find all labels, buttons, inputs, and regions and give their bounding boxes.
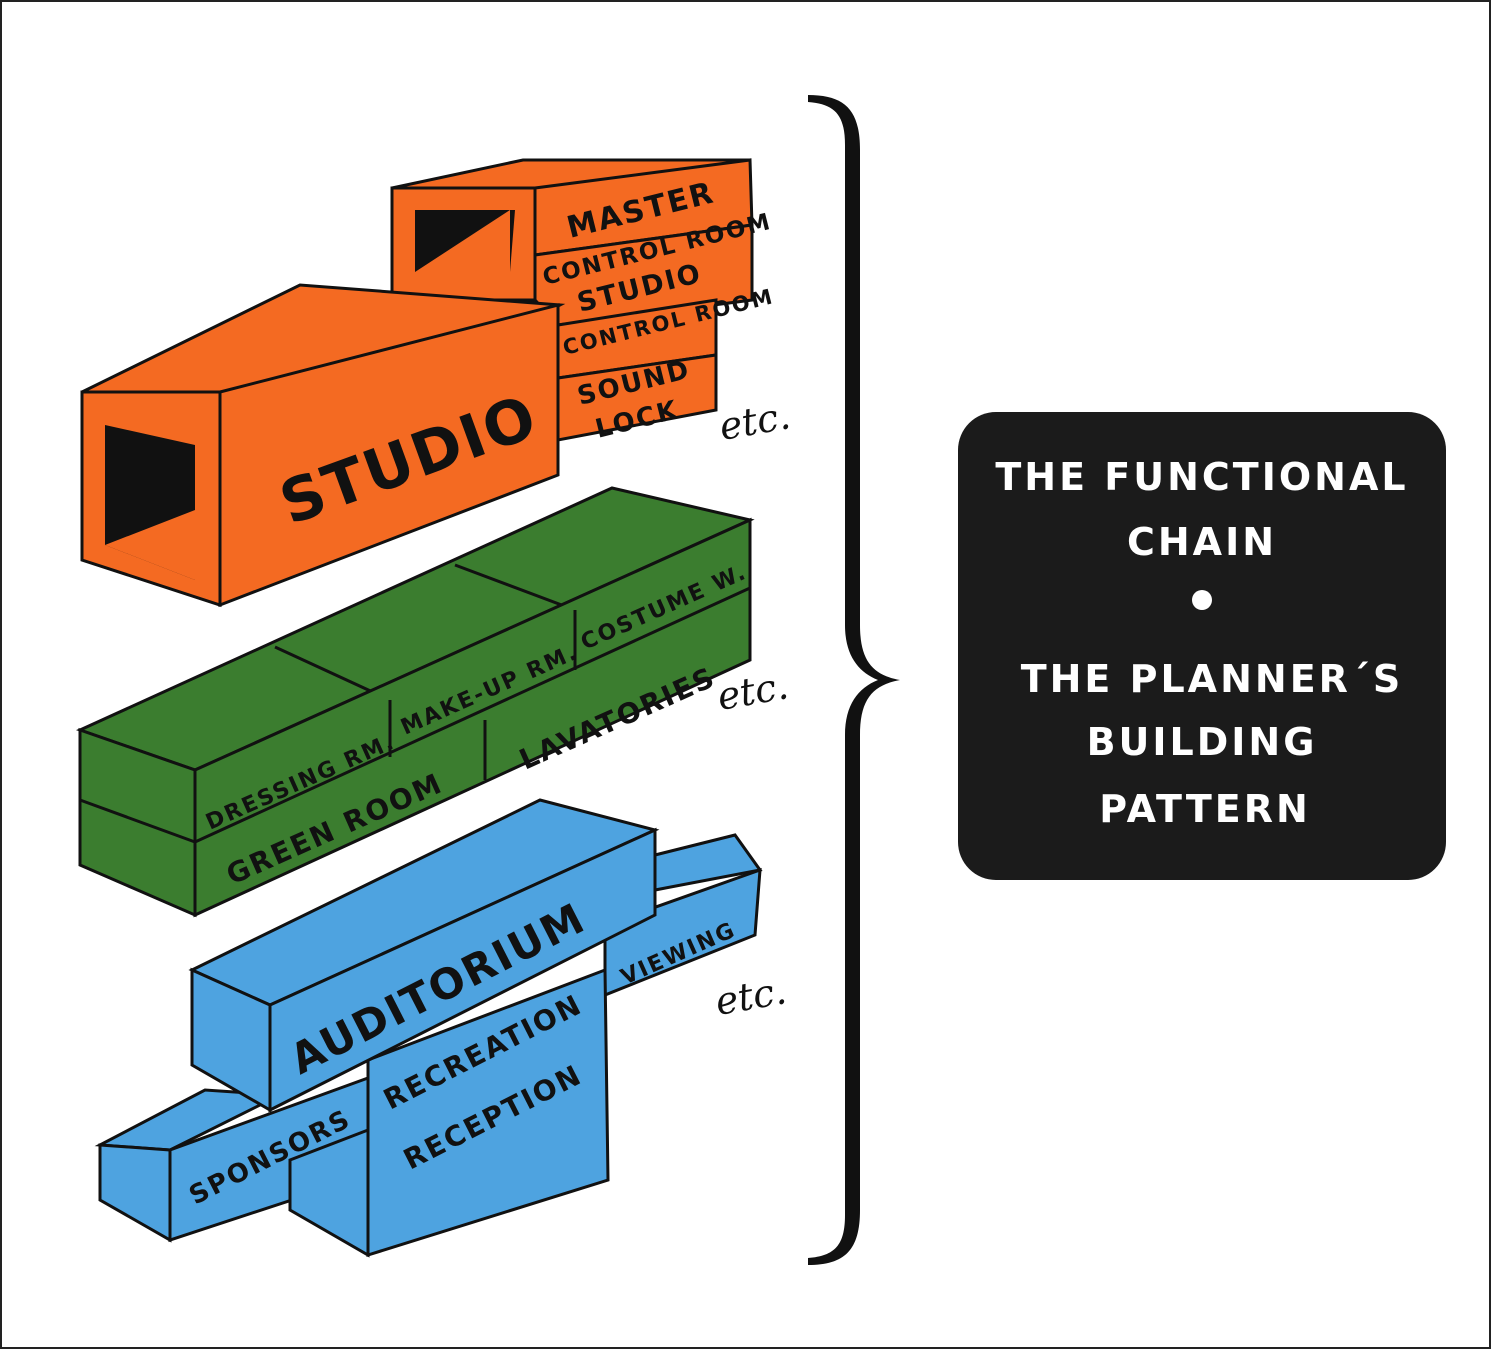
title-panel: THE FUNCTIONAL CHAIN THE PLANNER´S BUILD…: [958, 412, 1446, 880]
studio-opening-floor: [105, 510, 195, 580]
support-side-row-divider: [194, 586, 751, 844]
panel-line-3: THE PLANNER´S: [1021, 657, 1404, 701]
studio-side-face: [218, 303, 560, 608]
grouping-brace: [808, 95, 900, 1265]
public-group: AUDITORIUM VIEWING RECREATION RECEPTION …: [94, 798, 790, 1258]
panel-bullet-dot: [1192, 590, 1212, 610]
recreation-reception-face: [366, 967, 610, 1258]
panel-line-4: BUILDING: [1087, 720, 1318, 764]
support-end-divider: [79, 798, 196, 844]
panel-line-5: PATTERN: [1099, 787, 1311, 831]
auditorium-face: [268, 827, 657, 1113]
panel-line-1: THE FUNCTIONAL: [995, 455, 1408, 499]
panel-line-2: CHAIN: [1127, 520, 1277, 564]
master-control-opening-floor: [415, 210, 510, 272]
studio-group: MASTER CONTROL ROOM STUDIO CONTROL ROOM …: [80, 158, 794, 608]
support-top-divider-2: [454, 563, 576, 612]
title-panel-background: [958, 412, 1446, 880]
support-side-face: [193, 517, 752, 918]
